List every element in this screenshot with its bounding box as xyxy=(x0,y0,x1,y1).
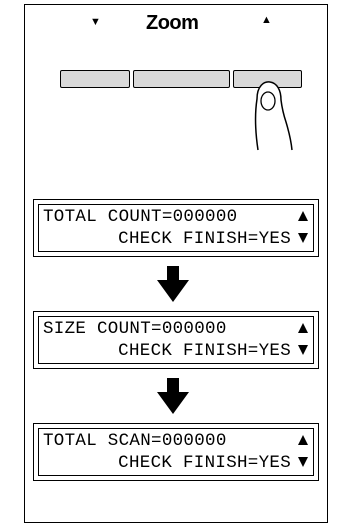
lcd-line-2: CHECK FINISH=YES xyxy=(118,453,291,473)
lcd-line-2: CHECK FINISH=YES xyxy=(118,341,291,361)
scroll-up-icon xyxy=(298,323,308,333)
scroll-down-icon xyxy=(298,345,308,355)
lcd-screen-size-count: SIZE COUNT=000000 CHECK FINISH=YES xyxy=(33,311,319,369)
scroll-up-icon xyxy=(298,211,308,221)
lcd-line-1: TOTAL SCAN=000000 xyxy=(43,431,227,451)
down-arrow-icon xyxy=(157,266,189,302)
lcd-screen-total-count: TOTAL COUNT=000000 CHECK FINISH=YES xyxy=(33,199,319,257)
lcd-line-1: TOTAL COUNT=000000 xyxy=(43,207,237,227)
scroll-down-icon xyxy=(298,233,308,243)
scroll-down-icon xyxy=(298,457,308,467)
lcd-screen-total-scan: TOTAL SCAN=000000 CHECK FINISH=YES xyxy=(33,423,319,481)
lcd-line-1: SIZE COUNT=000000 xyxy=(43,319,227,339)
scroll-up-icon xyxy=(298,435,308,445)
lcd-line-2: CHECK FINISH=YES xyxy=(118,229,291,249)
down-arrow-icon xyxy=(157,378,189,414)
